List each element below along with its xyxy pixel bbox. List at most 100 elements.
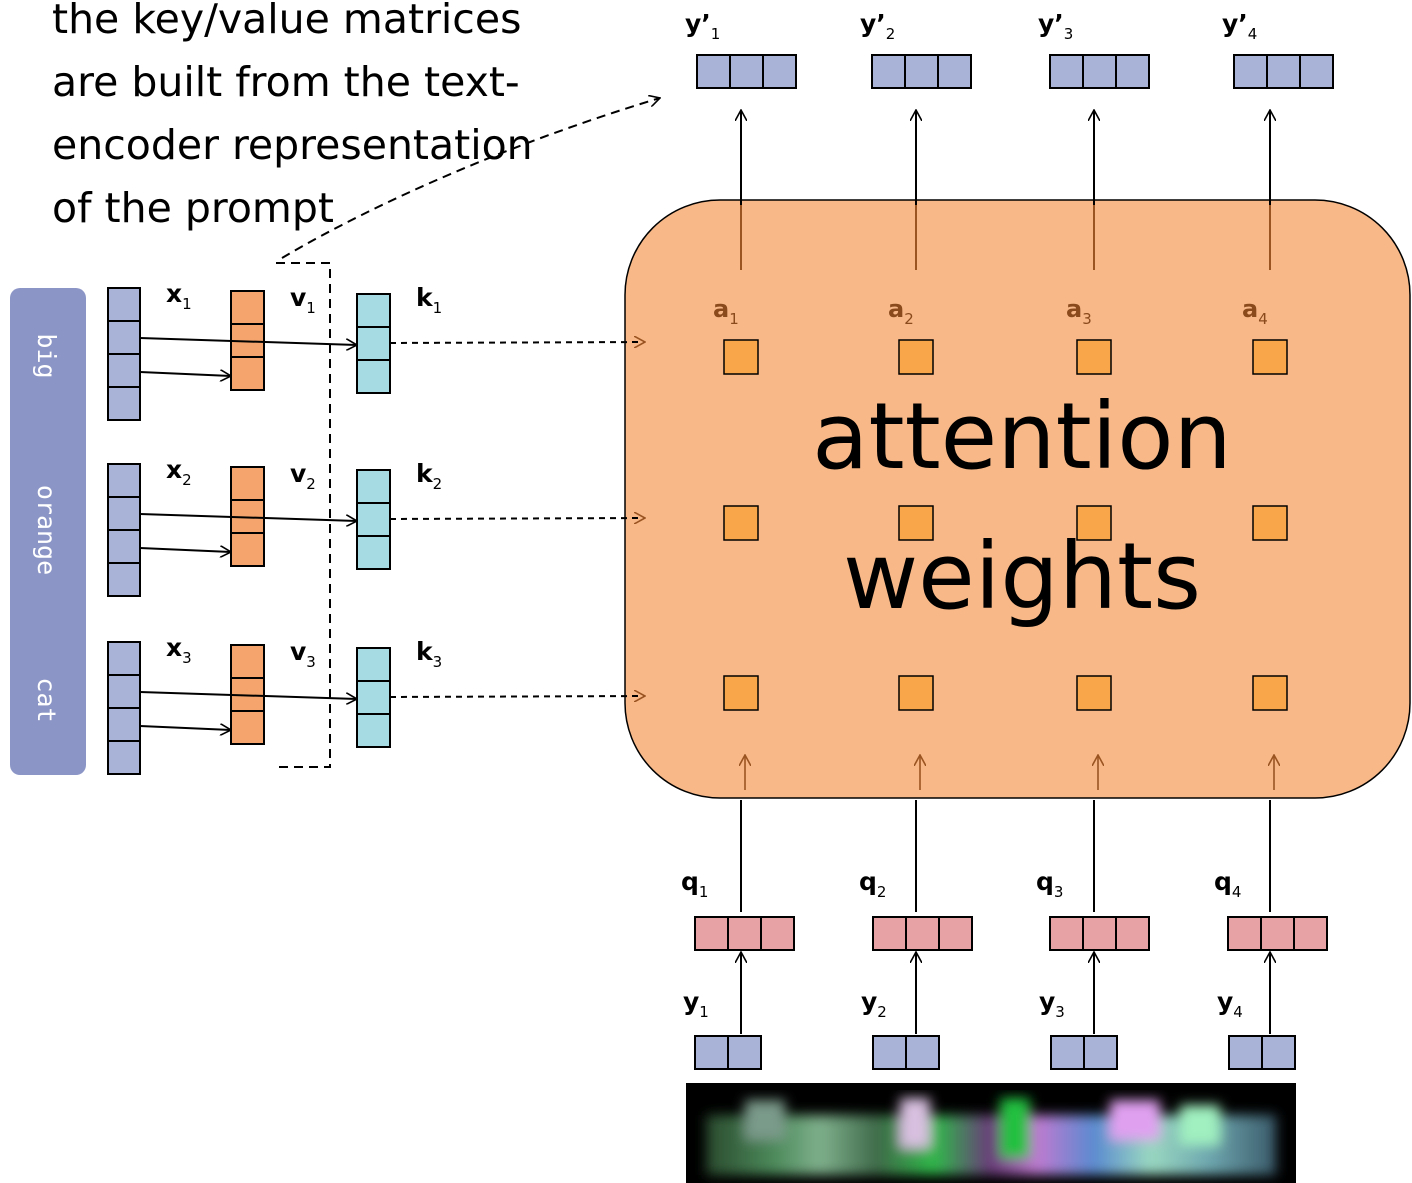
prompt-token: cat xyxy=(32,677,61,722)
query-vector xyxy=(872,916,973,951)
prompt-token-panel xyxy=(10,288,86,775)
annotation-text: the key/value matrices are built from th… xyxy=(52,0,632,240)
k-label-base: k xyxy=(416,283,434,312)
output-label: y’3 xyxy=(1038,9,1073,43)
k-label: k1 xyxy=(416,283,442,317)
query-label-subscript: 1 xyxy=(699,883,709,901)
input-label-base: y xyxy=(1217,987,1233,1016)
a-label-subscript: 1 xyxy=(729,310,739,328)
annotation-line: of the prompt xyxy=(52,184,334,232)
v-label-subscript: 3 xyxy=(306,653,316,671)
output-label: y’4 xyxy=(1222,9,1257,43)
input-label-subscript: 3 xyxy=(1055,1003,1065,1021)
input-label: y4 xyxy=(1217,987,1243,1021)
a-label-base: a xyxy=(713,295,729,323)
k-vector xyxy=(356,293,391,394)
k-label-subscript: 1 xyxy=(433,299,443,317)
v-label-subscript: 1 xyxy=(306,299,316,317)
output-vector xyxy=(1049,54,1150,89)
output-label-subscript: 3 xyxy=(1064,25,1074,43)
v-vector xyxy=(230,644,265,745)
attention-title-line1: attention xyxy=(812,383,1232,490)
annotation-pointer-arrow xyxy=(281,98,660,259)
attention-cells xyxy=(723,339,1288,711)
v-label-base: v xyxy=(290,283,306,312)
query-label-base: q xyxy=(1214,867,1232,896)
output-vector xyxy=(696,54,797,89)
attention-cell xyxy=(723,339,759,375)
input-label: y1 xyxy=(683,987,709,1021)
query-label: q4 xyxy=(1214,867,1241,901)
k-label-subscript: 2 xyxy=(433,475,443,493)
input-label: y3 xyxy=(1039,987,1065,1021)
k-label-subscript: 3 xyxy=(433,653,443,671)
query-label-subscript: 3 xyxy=(1054,883,1064,901)
output-label-subscript: 4 xyxy=(1248,25,1258,43)
latent-image xyxy=(686,1083,1296,1183)
attention-cell xyxy=(1252,339,1288,375)
output-vector xyxy=(1233,54,1334,89)
x-vector xyxy=(107,463,141,597)
x-label-subscript: 2 xyxy=(182,471,192,489)
v-label: v2 xyxy=(290,459,316,493)
query-vector xyxy=(1049,916,1150,951)
k-label-base: k xyxy=(416,459,434,488)
x-label-base: x xyxy=(166,633,182,662)
attention-cell xyxy=(723,675,759,711)
query-label-base: q xyxy=(681,867,699,896)
prompt-token: big xyxy=(32,333,61,378)
a-label-base: a xyxy=(888,295,904,323)
input-vector xyxy=(872,1035,940,1070)
query-label-base: q xyxy=(1036,867,1054,896)
attention-cell xyxy=(898,505,934,541)
input-label-subscript: 2 xyxy=(877,1003,887,1021)
output-label: y’2 xyxy=(860,9,895,43)
input-label-subscript: 4 xyxy=(1233,1003,1243,1021)
x-label-base: x xyxy=(166,455,182,484)
x-to-k-arrow xyxy=(139,337,357,345)
x-to-k-arrow xyxy=(139,691,357,699)
v-label-base: v xyxy=(290,459,306,488)
query-vector xyxy=(1227,916,1328,951)
query-label-subscript: 4 xyxy=(1232,883,1242,901)
input-label-base: y xyxy=(683,987,699,1016)
x-label-subscript: 1 xyxy=(182,295,192,313)
annotation-line: are built from the text- xyxy=(52,58,520,106)
k-to-attention-arrow xyxy=(389,518,645,519)
input-label: y2 xyxy=(861,987,887,1021)
input-label-subscript: 1 xyxy=(699,1003,709,1021)
output-label-base: y’ xyxy=(860,9,886,38)
v-label: v1 xyxy=(290,283,316,317)
attention-cell xyxy=(1076,505,1112,541)
input-vector xyxy=(694,1035,762,1070)
attention-arrows xyxy=(741,110,1274,790)
attention-cell xyxy=(1076,339,1112,375)
a-label: a3 xyxy=(1066,295,1092,328)
query-label-subscript: 2 xyxy=(877,883,887,901)
a-label: a2 xyxy=(888,295,914,328)
prompt-token: orange xyxy=(32,485,61,575)
a-label-subscript: 3 xyxy=(1082,310,1092,328)
x-to-v-arrow xyxy=(139,548,231,552)
output-label-subscript: 2 xyxy=(886,25,896,43)
query-label-base: q xyxy=(859,867,877,896)
v-label-subscript: 2 xyxy=(306,475,316,493)
output-label-base: y’ xyxy=(1222,9,1248,38)
x-to-v-arrow xyxy=(139,372,231,376)
attention-cell xyxy=(1252,505,1288,541)
attention-cell xyxy=(1076,675,1112,711)
attention-box xyxy=(624,199,1411,799)
v-label-base: v xyxy=(290,637,306,666)
k-label: k2 xyxy=(416,459,442,493)
v-label: v3 xyxy=(290,637,316,671)
k-to-attention-arrow xyxy=(389,696,645,697)
input-vector xyxy=(1050,1035,1118,1070)
a-label-subscript: 4 xyxy=(1258,310,1268,328)
a-label: a1 xyxy=(713,295,739,328)
v-vector xyxy=(230,290,265,391)
a-label-base: a xyxy=(1242,295,1258,323)
